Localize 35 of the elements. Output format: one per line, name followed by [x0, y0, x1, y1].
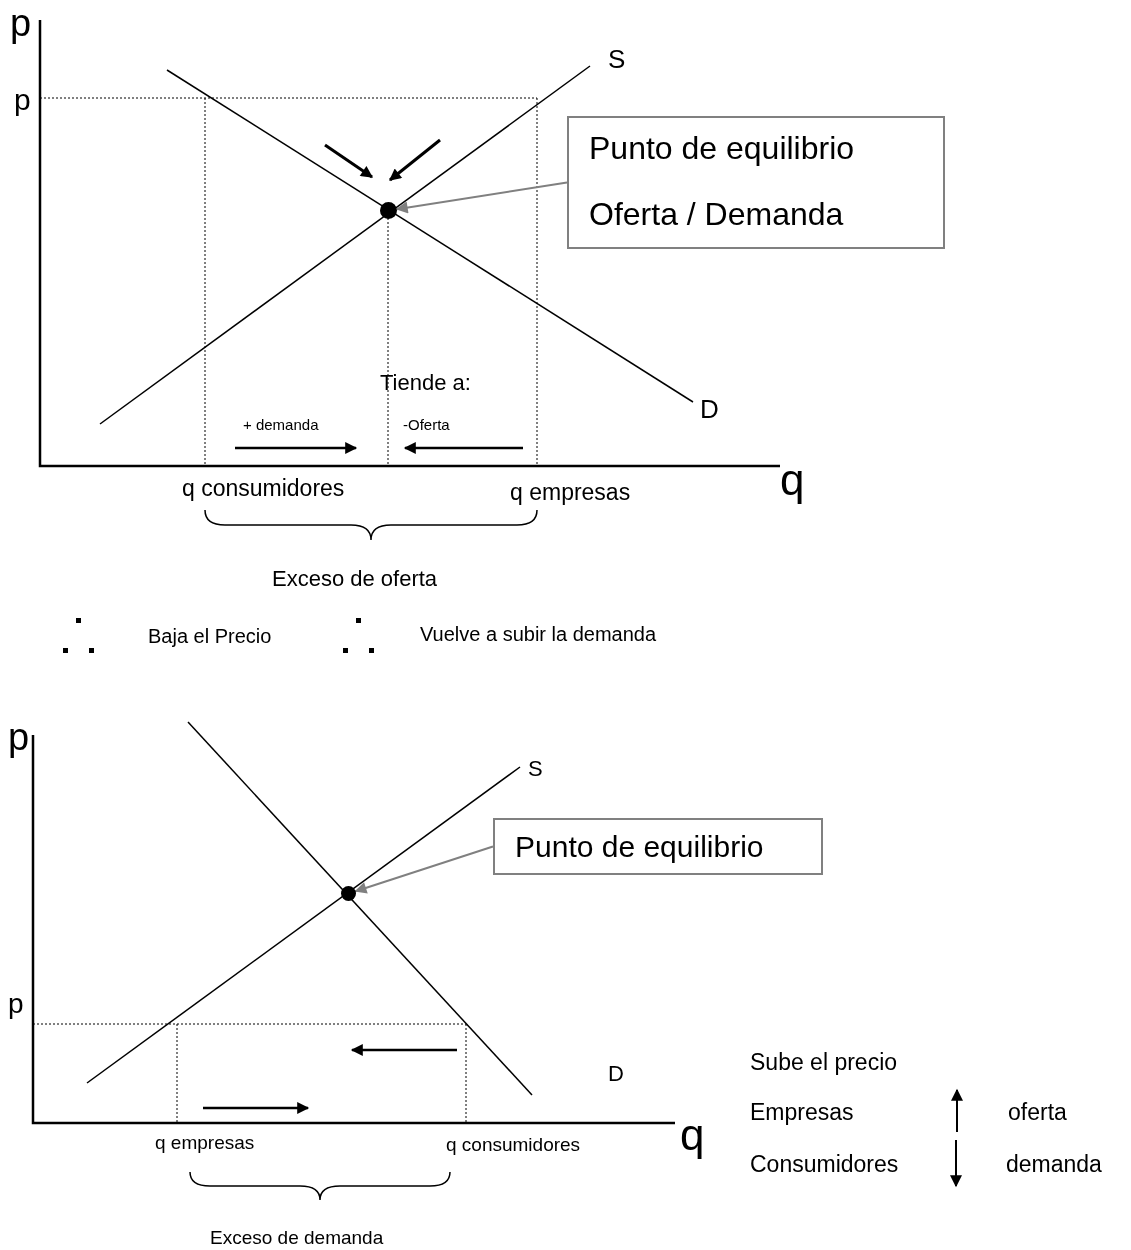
note-text: Consumidores — [750, 1153, 899, 1176]
callout-text: Punto de equilibrio — [515, 832, 764, 862]
equilibrium-point — [341, 886, 356, 901]
note-text: Sube el precio — [750, 1051, 898, 1074]
quantity-label: q consumidores — [446, 1135, 581, 1154]
annotation-text: Tiende a: — [380, 372, 471, 394]
price-label: p — [8, 990, 24, 1018]
note-text: Vuelve a subir la demanda — [420, 624, 657, 644]
leader-arrow — [354, 845, 494, 894]
axis-label: p — [10, 4, 32, 42]
quantity-label: q empresas — [510, 481, 631, 504]
price-label: p — [14, 85, 31, 115]
axis-label: q — [680, 1113, 705, 1157]
arrow-label: -Oferta — [403, 417, 450, 432]
brace-label: Exceso de demanda — [210, 1228, 384, 1247]
note-text: Baja el Precio — [148, 626, 272, 646]
equilibrium-point — [380, 202, 397, 219]
leader-arrow — [395, 181, 568, 214]
callout-text: Oferta / Demanda — [589, 198, 844, 230]
brace-label: Exceso de oferta — [272, 568, 438, 590]
callout-box — [567, 116, 945, 249]
quantity-label: q consumidores — [182, 477, 345, 500]
note-text: demanda — [1006, 1153, 1102, 1176]
quantity-label: q empresas — [155, 1133, 255, 1152]
axis-label: q — [780, 458, 805, 502]
callout-box — [493, 818, 823, 875]
note-text: Empresas — [750, 1101, 854, 1124]
axis-label: p — [8, 718, 30, 756]
curve-label: S — [528, 758, 543, 780]
note-text: oferta — [1008, 1101, 1067, 1124]
curve-label: D — [608, 1063, 624, 1085]
curve-label: D — [700, 396, 719, 422]
curve-label: S — [608, 46, 626, 72]
callout-text: Punto de equilibrio — [589, 132, 855, 164]
arrow-label: + demanda — [243, 417, 319, 432]
